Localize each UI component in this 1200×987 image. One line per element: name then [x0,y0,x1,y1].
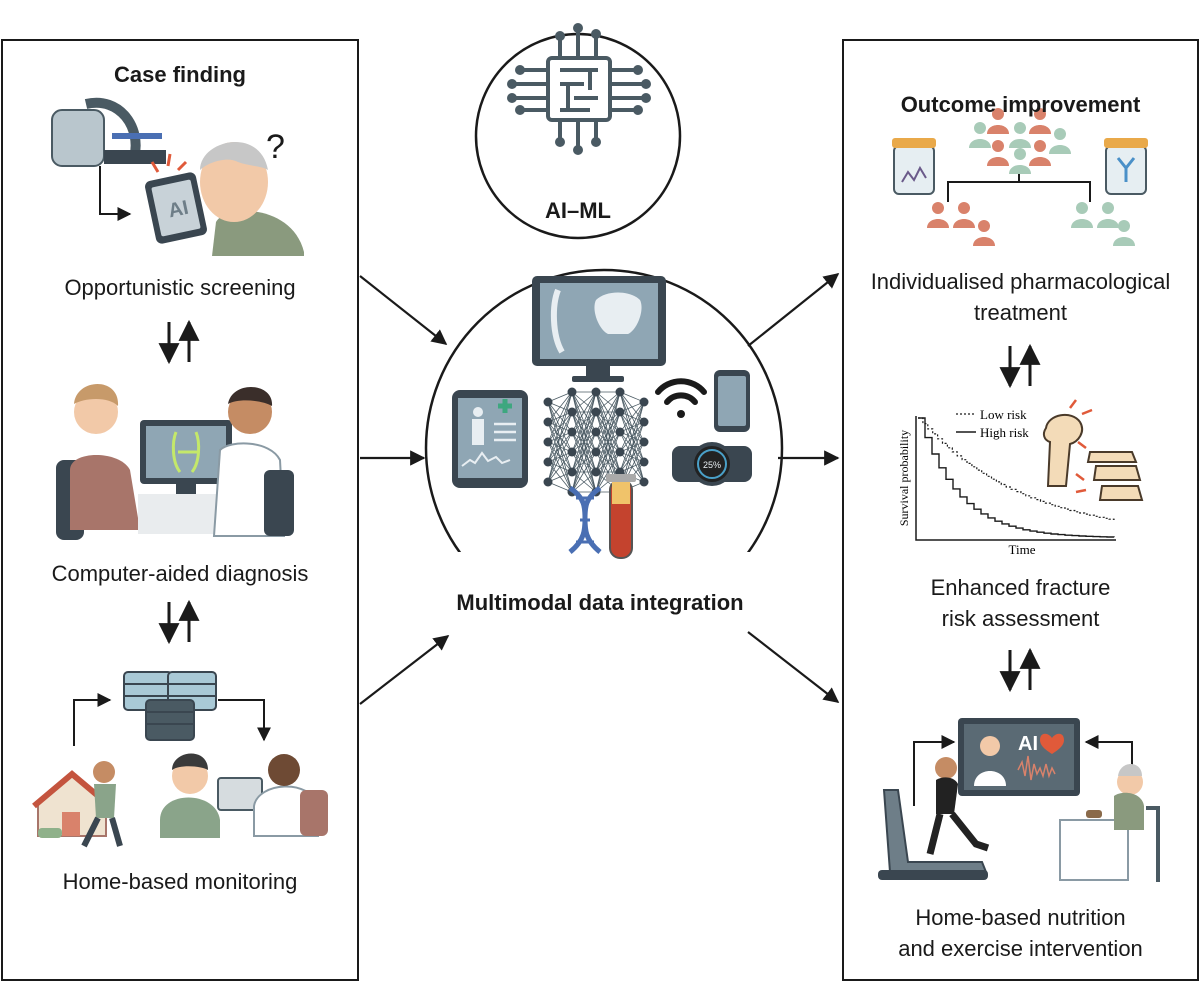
nn-node [543,417,553,427]
fracture-risk-label: Enhanced fracture risk assessment [843,572,1198,634]
nn-node [639,397,649,407]
monitoring-arrow-out [218,699,271,742]
blood-tube-icon [606,474,636,559]
telehealth-icon [160,753,328,838]
nn-node [615,407,625,417]
database-icon [123,671,217,741]
fracture-risk-line2: risk assessment [941,606,1100,631]
nn-node [567,387,577,397]
nutrition-exercise-line1: Home-based nutrition [915,905,1126,930]
nutrition-exercise-line2: and exercise intervention [898,936,1143,961]
opportunistic-screening-label: Opportunistic screening [64,275,296,300]
pharmacological-line1: Individualised pharmacological [870,269,1171,294]
nn-node [591,447,601,457]
nn-node [639,457,649,467]
nutrition-exercise-label: Home-based nutrition and exercise interv… [843,902,1198,964]
ai-ml-label: AI–ML [545,198,611,223]
nn-node [615,447,625,457]
low-risk-curve [918,417,1115,521]
nn-node [639,477,649,487]
smartwatch-icon: 25% [672,442,752,486]
nn-node [567,467,577,477]
nn-node [543,397,553,407]
nn-node [543,457,553,467]
dining-elder-icon [1059,764,1160,882]
legend-low-risk: Low risk [980,407,1027,422]
right-bidirectional-arrows [999,343,1041,693]
case-finding-heading: Case finding [113,62,246,87]
fracture-risk-line1: Enhanced fracture [930,575,1111,600]
legend-high-risk: High risk [980,425,1029,440]
nn-node [615,427,625,437]
pharmacological-line2: treatment [974,300,1067,325]
elderly-person-with-tablet-icon: AI ? [145,128,304,256]
nn-node [639,417,649,427]
flow-arrows [359,273,840,705]
x-axis-label: Time [1009,542,1036,557]
chip-icon [507,23,651,155]
xray-monitor-icon [532,276,666,382]
dna-icon [568,485,602,554]
nn-node [591,407,601,417]
question-mark: ? [266,128,285,166]
tablet-icon [452,390,528,488]
wifi-icon [655,378,707,418]
tablet-ai-text: AI [166,197,190,223]
pharmacological-treatment-label: Individualised pharmacological treatment [843,266,1198,328]
high-risk-curve [918,417,1115,538]
monitoring-arrow-in [73,693,112,746]
watch-text: 25% [703,460,721,470]
nn-node [543,437,553,447]
nn-node [591,427,601,437]
doctor-consultation-icon [56,384,294,540]
multimodal-integration-label: Multimodal data integration [456,590,744,615]
nn-node [639,437,649,447]
survival-chart: Low risk High risk Time Survival probabi… [897,407,1116,557]
outcome-improvement-heading: Outcome improvement [900,92,1141,117]
ai-health-screen-icon: AI [958,718,1080,796]
treadmill-runner-icon [878,757,990,880]
fracture-bones-icon [1042,399,1144,501]
patient-stratification-icon [892,108,1148,246]
nn-node [567,447,577,457]
nn-node [567,407,577,417]
nn-node [543,477,553,487]
nn-node [591,387,601,397]
ct-scanner-icon [51,97,166,221]
y-axis-label: Survival probability [897,430,911,526]
home-walking-icon [32,761,123,848]
computer-aided-diagnosis-label: Computer-aided diagnosis [51,561,309,586]
survival-chart-axes [915,416,1116,541]
nn-node [591,467,601,477]
home-based-monitoring-label: Home-based monitoring [62,869,298,894]
screen-ai-text: AI [1018,733,1038,755]
smartphone-icon [714,370,750,432]
exercise-arrow [913,735,956,806]
left-bidirectional-arrows [158,319,200,645]
nn-node [567,427,577,437]
nn-node [615,387,625,397]
